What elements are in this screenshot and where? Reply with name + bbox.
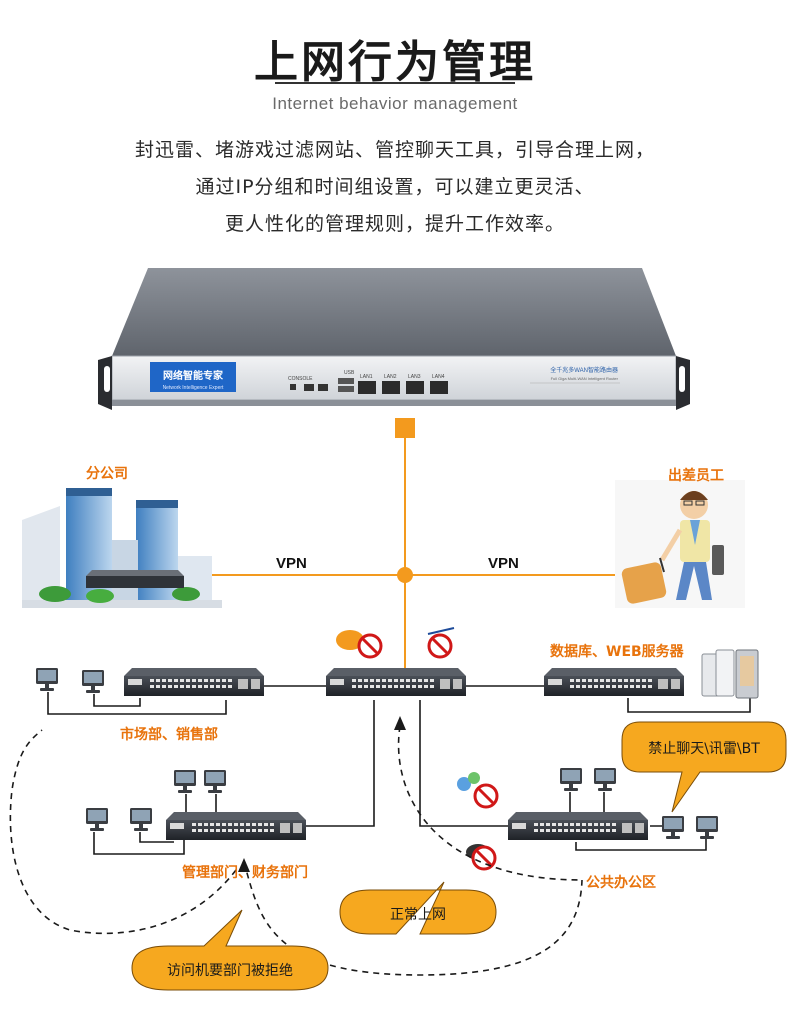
description-line-1: 封迅雷、堵游戏过滤网站、管控聊天工具，引导合理上网， xyxy=(134,139,655,161)
pc-public-1 xyxy=(560,768,582,791)
pc-mgmt-1 xyxy=(174,770,196,793)
public-area-switch xyxy=(508,812,648,840)
description-line-2: 通过IP分组和时间组设置，可以建立更灵活、 xyxy=(195,176,595,198)
no-game-icon xyxy=(466,844,497,871)
core-switch xyxy=(326,668,466,696)
branch-office-buildings xyxy=(22,488,222,608)
access-flow-arrows xyxy=(9,725,583,976)
port-label-console: CONSOLE xyxy=(288,376,313,382)
pc-mgmt-2 xyxy=(204,770,226,793)
port-label-lan3: LAN3 xyxy=(408,374,421,380)
management-finance-label: 管理部门、财务部门 xyxy=(182,865,308,881)
public-office-label: 公共办公区 xyxy=(586,875,656,891)
server-zone-label: 数据库、WEB服务器 xyxy=(550,644,684,660)
port-label-lan4: LAN4 xyxy=(432,374,445,380)
pc-market-1 xyxy=(36,668,58,691)
pc-mgmt-3 xyxy=(86,808,108,831)
lan-cabling xyxy=(47,685,751,855)
traveling-employee-label: 出差员工 xyxy=(668,467,724,483)
page-title: 上网行为管理 xyxy=(254,37,536,88)
market-sales-switch xyxy=(124,668,264,696)
bubble-denied-text: 访问机要部门被拒绝 xyxy=(167,963,293,979)
router-brand-en: Network Intelligence Expert xyxy=(163,385,224,391)
page-subtitle: Internet behavior management xyxy=(272,94,518,113)
traveling-employee xyxy=(615,480,745,608)
server-group xyxy=(701,649,759,699)
port-label-lan1: LAN1 xyxy=(360,374,373,380)
title-underline xyxy=(275,82,515,84)
pc-mgmt-4 xyxy=(130,808,152,831)
vpn-label-left: VPN xyxy=(276,555,307,572)
pc-market-2 xyxy=(82,670,104,693)
pc-public-2 xyxy=(594,768,616,791)
router-uplink-node xyxy=(395,418,415,438)
description-line-3: 更人性化的管理规则，提升工作效率。 xyxy=(224,213,565,235)
bubble-block-chat xyxy=(621,721,787,813)
server-switch xyxy=(544,668,684,696)
no-bt-icon xyxy=(427,627,455,659)
bubble-access-denied xyxy=(131,909,329,991)
port-label-lan2: LAN2 xyxy=(384,374,397,380)
pc-public-3 xyxy=(662,816,684,839)
bubble-normal-text: 正常上网 xyxy=(390,907,446,923)
pc-public-4 xyxy=(696,816,718,839)
vpn-hub-node xyxy=(397,567,413,583)
no-chat-icon xyxy=(457,772,499,809)
branch-office-label: 分公司 xyxy=(86,465,128,481)
bubble-normal-access xyxy=(339,881,497,935)
router-appliance: 网络智能专家 Network Intelligence Expert CONSO… xyxy=(98,268,690,410)
router-brand-cn: 网络智能专家 xyxy=(163,369,224,382)
bubble-block-chat-text: 禁止聊天\讯雷\BT xyxy=(648,741,760,757)
port-label-usb: USB xyxy=(344,370,355,376)
no-thunder-icon xyxy=(336,630,383,659)
vpn-label-right: VPN xyxy=(488,555,519,572)
router-model-cn: 全千兆多WAN智能路由器 xyxy=(550,366,618,374)
market-sales-label: 市场部、销售部 xyxy=(120,727,218,743)
management-switch xyxy=(166,812,306,840)
router-model-en: Full Giga Multi-WAN Intelligent Router xyxy=(551,376,619,381)
